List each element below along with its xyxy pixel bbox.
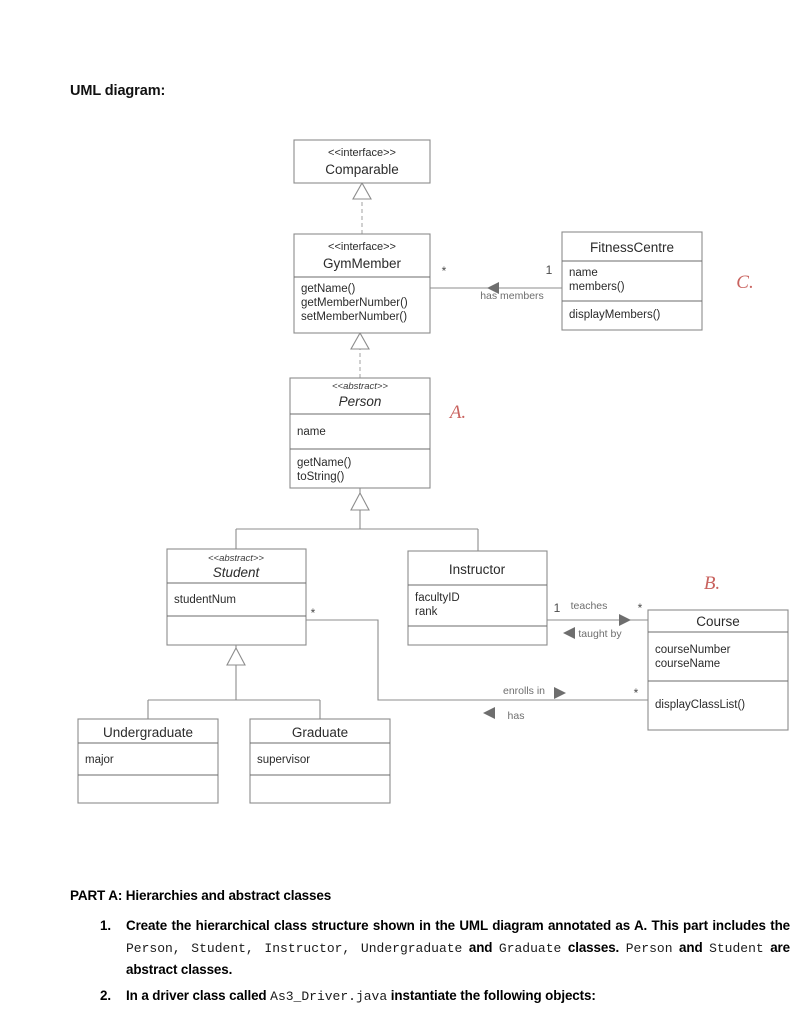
association-gymmember-fitnesscentre — [430, 282, 562, 294]
class-gymmember[interactable]: <<interface>> GymMember getName() getMem… — [293, 233, 431, 334]
list-item-code-person: Person — [625, 940, 673, 956]
class-person-name: Person — [339, 394, 382, 409]
class-gymmember-stereotype: <<interface>> — [328, 241, 396, 253]
association-label-taught-by: taught by — [578, 628, 622, 640]
list-item-text-seg2: and — [462, 939, 499, 955]
class-student-attribute-0: studentNum — [174, 594, 236, 606]
list-item-code-graduate: Graduate — [498, 940, 562, 956]
class-instructor-attribute-1: rank — [415, 606, 438, 618]
list-item-code-student: Student — [709, 940, 764, 956]
class-undergraduate-name: Undergraduate — [103, 725, 193, 740]
class-comparable-name: Comparable — [325, 162, 399, 177]
multiplicity-gymmember-source: * — [442, 264, 447, 278]
class-instructor-attribute-0: facultyID — [415, 592, 460, 604]
instructions-list: 1. Create the hierarchical class structur… — [70, 915, 790, 1011]
multiplicity-student-course-source: * — [311, 606, 316, 620]
class-student[interactable]: <<abstract>> Student studentNum — [166, 548, 307, 646]
class-course-attribute-0: courseNumber — [655, 644, 731, 656]
class-comparable[interactable]: <<interface>> Comparable — [293, 139, 431, 184]
class-fitnesscentre[interactable]: FitnessCentre name members() displayMemb… — [561, 231, 703, 331]
realization-person-gymmember — [350, 331, 370, 378]
class-person-method-1: toString() — [297, 471, 344, 483]
class-student-name: Student — [213, 565, 261, 580]
class-undergraduate[interactable]: Undergraduate major — [77, 718, 219, 804]
realization-gymmember-comparable — [352, 181, 372, 234]
class-person[interactable]: <<abstract>> Person name getName() toStr… — [289, 377, 431, 489]
class-course-method-0: displayClassList() — [655, 699, 745, 711]
list-item-number: 1. — [100, 918, 111, 933]
multiplicity-instructor-source: 1 — [554, 601, 561, 615]
association-label-has: has — [508, 710, 525, 722]
class-gymmember-method-2: setMemberNumber() — [301, 311, 407, 323]
class-gymmember-method-1: getMemberNumber() — [301, 297, 408, 309]
association-label-has-members: has members — [480, 290, 544, 302]
list-item-code-classes: Person, Student, Instructor, Undergradua… — [126, 940, 463, 956]
association-instructor-course — [547, 614, 648, 639]
class-fitnesscentre-name: FitnessCentre — [590, 240, 674, 255]
class-comparable-stereotype: <<interface>> — [328, 147, 396, 159]
uml-diagram: <<interface>> Comparable <<interface>> G… — [77, 139, 789, 804]
association-student-course — [306, 619, 648, 719]
list-item-text-seg4: and — [672, 939, 710, 955]
association-label-teaches: teaches — [571, 600, 608, 612]
class-person-attribute-0: name — [297, 426, 326, 438]
class-course-name: Course — [696, 614, 740, 629]
association-label-enrolls-in: enrolls in — [503, 685, 545, 697]
class-fitnesscentre-method-0: displayMembers() — [569, 309, 661, 321]
multiplicity-student-course-target: * — [634, 686, 639, 700]
list-item-text-seg1: In a driver class called — [126, 987, 271, 1003]
multiplicity-fitnesscentre-target: 1 — [546, 263, 553, 277]
class-graduate[interactable]: Graduate supervisor — [249, 718, 391, 804]
class-fitnesscentre-attribute-1: members() — [569, 281, 625, 293]
annotation-b: B. — [704, 573, 720, 594]
inheritance-student-children — [147, 645, 321, 719]
class-undergraduate-attribute-0: major — [85, 754, 114, 766]
class-student-stereotype: <<abstract>> — [208, 553, 264, 564]
list-item-code-driver: As3_Driver.java — [270, 988, 388, 1004]
class-person-method-0: getName() — [297, 457, 351, 469]
class-course[interactable]: Course courseNumber courseName displayCl… — [647, 609, 789, 731]
list-item-number: 2. — [100, 987, 111, 1003]
annotation-a: A. — [448, 402, 466, 423]
part-a-title: PART A: Hierarchies and abstract classes — [70, 888, 332, 903]
class-instructor[interactable]: Instructor facultyID rank — [407, 550, 548, 646]
list-item-text-seg2: instantiate the following objects: — [387, 987, 596, 1003]
class-graduate-name: Graduate — [292, 725, 348, 740]
inheritance-person-children — [235, 488, 479, 551]
page-title: UML diagram: — [70, 83, 166, 99]
list-item-text-seg3: classes. — [561, 939, 626, 955]
class-gymmember-method-0: getName() — [301, 283, 355, 295]
class-instructor-name: Instructor — [449, 562, 506, 577]
list-item: 2. In a driver class called As3_Driver.ja… — [70, 985, 790, 1008]
list-item: 1. Create the hierarchical class structur… — [70, 915, 790, 981]
class-gymmember-name: GymMember — [323, 256, 402, 271]
class-fitnesscentre-attribute-0: name — [569, 267, 598, 279]
annotation-c: C. — [736, 272, 753, 293]
multiplicity-course-target: * — [638, 601, 643, 615]
class-graduate-attribute-0: supervisor — [257, 754, 310, 766]
class-course-attribute-1: courseName — [655, 658, 720, 670]
class-person-stereotype: <<abstract>> — [332, 381, 388, 392]
list-item-text-seg5: are abstract classes. — [126, 939, 790, 978]
list-item-text-seg1: Create the hierarchical class structure … — [126, 918, 790, 933]
